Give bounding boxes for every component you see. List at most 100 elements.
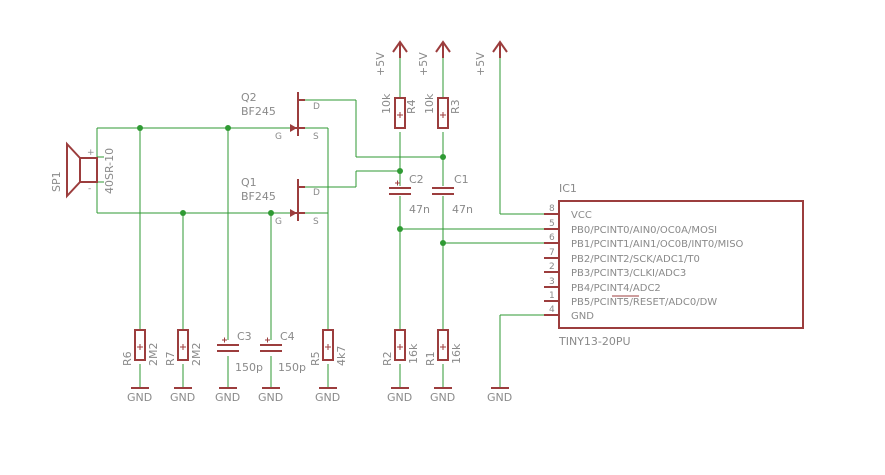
gnd-symbol-r1: GND [430, 387, 455, 404]
gnd-label: GND [215, 391, 240, 404]
vcc-supply-2: +5V [417, 40, 451, 76]
r2-ref: R2 [381, 351, 394, 366]
vcc-label: +5V [417, 52, 430, 76]
r6-value: 2M2 [147, 343, 160, 367]
vcc-label: +5V [474, 52, 487, 76]
speaker-value: 40SR-10 [103, 148, 116, 194]
ic-pin-name: PB0/PCINT0/AIN0/OC0A/MOSI [571, 225, 717, 236]
c1-value: 47n [452, 203, 473, 216]
vcc-label: +5V [374, 52, 387, 76]
q2-value: BF245 [241, 105, 276, 118]
gnd-label: GND [387, 391, 412, 404]
ic-pin-name: GND [571, 311, 594, 322]
ic-pin-number: 5 [549, 219, 555, 229]
capacitor-c4: C4 150p [260, 330, 306, 374]
transistor-q1: Q1 BF245 G D S [241, 176, 320, 227]
gnd-label: GND [487, 391, 512, 404]
ic-pin-name: PB4/PCINT4/ADC2 [571, 283, 661, 294]
gnd-symbol-ic: GND [487, 387, 512, 404]
ic-pin-number: 8 [549, 204, 555, 214]
ic-pin-number: 2 [549, 262, 555, 272]
ic-pin-name: PB1/PCINT1/AIN1/OC0B/INT0/MISO [571, 239, 744, 250]
r7-ref: R7 [164, 351, 177, 366]
ic-pin-name: PB5/PCINT5/RESET/ADC0/DW [571, 297, 717, 308]
q1-value: BF245 [241, 190, 276, 203]
r1-ref: R1 [424, 351, 437, 366]
c3-value: 150p [235, 361, 263, 374]
vcc-supply-1: +5V [374, 40, 408, 76]
gnd-symbol-r6: GND [127, 387, 152, 404]
ic-value: TINY13-20PU [558, 335, 631, 348]
ic-ref: IC1 [559, 182, 577, 195]
resistor-r7: R7 2M2 [164, 329, 203, 367]
r6-ref: R6 [121, 351, 134, 366]
gnd-label: GND [127, 391, 152, 404]
ic-pin-pb3: 2 PB3/PCINT3/CLKI/ADC3 [544, 262, 686, 279]
gnd-label: GND [430, 391, 455, 404]
c4-ref: C4 [280, 330, 295, 343]
q2-pin-s: S [313, 132, 319, 142]
resistor-r5: R5 4k7 [309, 329, 348, 366]
resistor-r6: R6 2M2 [121, 329, 160, 367]
r3-value: 10k [423, 93, 436, 114]
r4-ref: R4 [405, 99, 418, 114]
resistor-r2: R2 16k [381, 329, 420, 366]
r5-value: 4k7 [335, 346, 348, 366]
ic-pin-name: PB2/PCINT2/SCK/ADC1/T0 [571, 254, 700, 265]
gnd-symbol-r7: GND [170, 387, 195, 404]
resistor-r3: 10k R3 [423, 93, 462, 129]
vcc-supply-3: +5V [474, 40, 508, 76]
wires [96, 52, 544, 388]
gnd-label: GND [258, 391, 283, 404]
speaker-ref: SP1 [50, 171, 63, 192]
gnd-symbol-c4: GND [258, 387, 283, 404]
q2-pin-d: D [313, 102, 320, 112]
ic-pin-vcc: 8 VCC [544, 204, 592, 221]
r7-value: 2M2 [190, 343, 203, 367]
ic1-tiny13: IC1 TINY13-20PU 8 VCC 5 PB0/PCINT0/AIN0/… [544, 182, 804, 348]
junctions [137, 125, 446, 246]
speaker-pin-plus: + [87, 148, 95, 158]
ic-pin-number: 4 [549, 305, 555, 315]
gnd-label: GND [315, 391, 340, 404]
q2-pin-g: G [275, 132, 282, 142]
r3-ref: R3 [449, 99, 462, 114]
resistor-r4: 10k R4 [380, 93, 418, 129]
gnd-label: GND [170, 391, 195, 404]
gnd-symbol-c3: GND [215, 387, 240, 404]
ic-pin-gnd: 4 GND [544, 305, 594, 322]
q2-ref: Q2 [241, 91, 257, 104]
ic-pin-number: 3 [549, 277, 555, 287]
r1-value: 16k [450, 343, 463, 364]
transistor-q2: Q2 BF245 G D S [241, 91, 320, 142]
resistor-r1: R1 16k [424, 329, 463, 366]
r4-value: 10k [380, 93, 393, 114]
q1-pin-d: D [313, 188, 320, 198]
c2-ref: C2 [409, 173, 424, 186]
ic-pin-name: VCC [571, 210, 592, 221]
speaker-sp1: SP1 40SR-10 + - [50, 141, 116, 199]
ic-pin-pb2: 7 PB2/PCINT2/SCK/ADC1/T0 [544, 248, 700, 265]
ic-pin-number: 1 [549, 291, 555, 301]
ic-pin-name: PB3/PCINT3/CLKI/ADC3 [571, 268, 686, 279]
c2-value: 47n [409, 203, 430, 216]
gnd-symbol-r2: GND [387, 387, 412, 404]
r5-ref: R5 [309, 351, 322, 366]
q1-pin-s: S [313, 217, 319, 227]
ic-pin-pb4: 3 PB4/PCINT4/ADC2 [544, 277, 661, 294]
ic-pin-number: 6 [549, 233, 555, 243]
capacitor-c2: C2 47n [389, 173, 430, 216]
c1-ref: C1 [454, 173, 469, 186]
c4-value: 150p [278, 361, 306, 374]
ic-pin-pb1: 6 PB1/PCINT1/AIN1/OC0B/INT0/MISO [544, 233, 744, 250]
r2-value: 16k [407, 343, 420, 364]
capacitor-c1: C1 47n [432, 173, 473, 216]
gnd-symbol-r5: GND [315, 387, 340, 404]
speaker-pin-minus: - [88, 184, 91, 194]
c3-ref: C3 [237, 330, 252, 343]
ic-pin-number: 7 [549, 248, 555, 258]
q1-ref: Q1 [241, 176, 257, 189]
ic-pin-pb0: 5 PB0/PCINT0/AIN0/OC0A/MOSI [544, 219, 717, 236]
ic-pin-pb5: 1 PB5/PCINT5/RESET/ADC0/DW [544, 291, 717, 308]
